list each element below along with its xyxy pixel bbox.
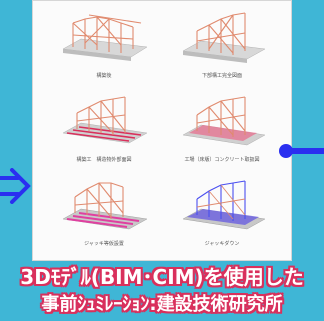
panel-6: ジャッキダウン — [177, 177, 267, 253]
title-line-1: 3Dﾓﾃﾞﾙ(BIM･CIM)を使用した — [20, 265, 304, 289]
panel-5-caption: ジャッキ等仮設置 — [84, 241, 124, 247]
render-panel-2 — [182, 12, 266, 63]
panel-3: 構築工 構造物外部面図 — [59, 93, 149, 169]
render-panel-6 — [182, 180, 266, 230]
panel-6-caption: ジャッキダウン — [204, 241, 240, 247]
render-panel-3 — [62, 96, 148, 144]
panel-4: 工場（床版）コンクリート取扱図 — [177, 93, 267, 169]
panel-2-caption: 下部構工完全図面 — [201, 73, 242, 79]
panel-2: 下部構工完全図面 — [177, 9, 267, 85]
render-panel-1 — [62, 14, 148, 61]
render-panel-4 — [182, 96, 266, 146]
left-arrow-icon — [0, 168, 31, 204]
title-line-2: 事前ｼｭﾐﾚｰｼｮﾝ:建設技術研究所 — [41, 294, 283, 315]
simulation-board: 構築後 下部構工完全図面 — [32, 0, 292, 261]
panel-3-caption: 構築工 構造物外部面図 — [76, 157, 132, 163]
panel-4-caption: 工場（床版）コンクリート取扱図 — [184, 157, 260, 163]
right-arrow-icon — [279, 144, 324, 158]
panel-5: ジャッキ等仮設置 — [59, 177, 149, 253]
panel-1-caption: 構築後 — [96, 73, 112, 79]
panel-1: 構築後 — [59, 9, 149, 85]
render-panel-5 — [62, 182, 148, 230]
